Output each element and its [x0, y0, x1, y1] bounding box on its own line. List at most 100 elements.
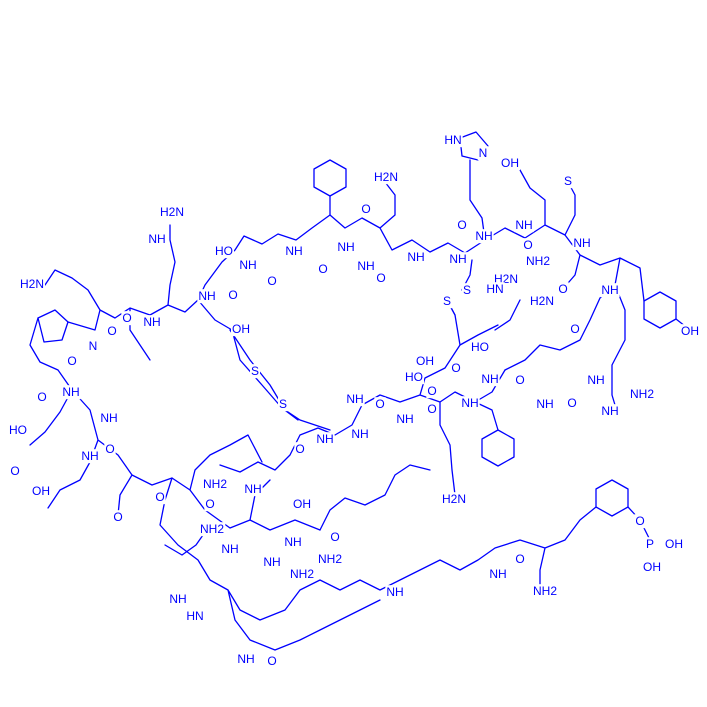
label-background	[18, 277, 46, 292]
label-background	[262, 555, 282, 570]
atom-label: O	[427, 384, 436, 398]
atom-label: NH	[239, 258, 256, 272]
label-background	[201, 477, 229, 492]
atom-label: NH2	[203, 477, 227, 491]
label-background	[31, 484, 51, 499]
label-background	[514, 218, 534, 233]
atom-label: NH	[263, 555, 280, 569]
label-background	[315, 432, 335, 447]
label-background	[600, 283, 620, 298]
atom-label: OH	[665, 537, 683, 551]
atom-label: O	[67, 354, 76, 368]
label-background	[360, 202, 372, 217]
atom-label: NH	[316, 432, 333, 446]
label-background	[443, 133, 463, 148]
atom-label: HO	[215, 244, 233, 258]
atom-label: NH	[337, 240, 354, 254]
atom-label: O	[113, 510, 122, 524]
atom-label: O	[267, 654, 276, 668]
label-background	[266, 654, 278, 669]
label-background	[557, 282, 569, 297]
label-background	[415, 354, 435, 369]
atom-label: O	[205, 497, 214, 511]
bonds-bottom	[159, 464, 651, 651]
atom-label: NH	[573, 236, 590, 250]
label-background	[470, 340, 490, 355]
atom-label: NH	[396, 412, 413, 426]
atom-label: HN	[486, 282, 503, 296]
label-background	[440, 492, 468, 507]
label-background	[66, 354, 78, 369]
proline-ring	[37, 309, 69, 343]
label-background	[154, 490, 166, 505]
label-background	[106, 324, 118, 339]
atom-label: HN	[444, 133, 461, 147]
atom-label: N	[89, 339, 98, 353]
label-background	[474, 229, 494, 244]
atom-label: OH	[416, 354, 434, 368]
atom-labels: HN N OH S H2N O NH NH O O NH O NH NH2 H2…	[8, 133, 700, 669]
atom-label: NH	[62, 385, 79, 399]
atom-label: O	[155, 490, 164, 504]
label-background	[535, 397, 555, 412]
atom-label: OH	[501, 156, 519, 170]
label-background	[572, 236, 592, 251]
label-background	[316, 552, 344, 567]
atom-label: O	[515, 552, 524, 566]
atom-label: O	[228, 288, 237, 302]
label-background	[680, 324, 700, 339]
label-background	[36, 390, 48, 405]
atom-label: NH2	[630, 387, 654, 401]
label-background	[214, 244, 234, 259]
label-background	[292, 497, 312, 512]
phenylalanine-ring-bottom	[481, 429, 515, 467]
atom-label: NH	[148, 232, 165, 246]
label-background	[61, 385, 81, 400]
atom-label: P	[646, 537, 654, 551]
label-background	[586, 373, 606, 388]
atom-label: O	[107, 324, 116, 338]
label-background	[99, 411, 119, 426]
atom-label: NH	[481, 372, 498, 386]
label-background	[404, 370, 424, 385]
label-background	[374, 397, 386, 412]
label-background	[664, 537, 684, 552]
atom-label: O	[451, 361, 460, 375]
label-background	[566, 396, 578, 411]
label-background	[600, 404, 620, 419]
atom-label: NH	[449, 252, 466, 266]
label-background	[500, 156, 520, 171]
label-background	[112, 510, 124, 525]
atom-label: O	[567, 396, 576, 410]
atom-label: OH	[681, 324, 699, 338]
atom-label: NH	[351, 427, 368, 441]
tyrosine-ring	[643, 291, 677, 329]
label-background	[158, 205, 186, 220]
label-background	[461, 283, 473, 298]
label-background	[372, 170, 400, 185]
atom-label: O	[523, 238, 532, 252]
atom-label: O	[267, 274, 276, 288]
label-background	[197, 289, 217, 304]
atom-label: NH	[407, 250, 424, 264]
atom-label: NH	[346, 392, 363, 406]
atom-label: H2N	[530, 294, 554, 308]
label-background	[238, 258, 258, 273]
label-background	[395, 412, 415, 427]
label-background	[569, 322, 581, 337]
atom-label: O	[457, 218, 466, 232]
label-background	[142, 315, 162, 330]
label-background	[628, 387, 656, 402]
label-background	[329, 530, 341, 545]
atom-label: O	[37, 390, 46, 404]
atom-label: NH	[244, 482, 261, 496]
atom-label: NH	[198, 289, 215, 303]
bonds-lower-right	[219, 299, 521, 496]
label-background	[185, 609, 205, 624]
label-background	[448, 252, 468, 267]
atom-label: OH	[232, 322, 250, 336]
atom-label: NH	[475, 229, 492, 243]
atom-label: O	[10, 464, 19, 478]
atom-label: N	[479, 146, 488, 160]
